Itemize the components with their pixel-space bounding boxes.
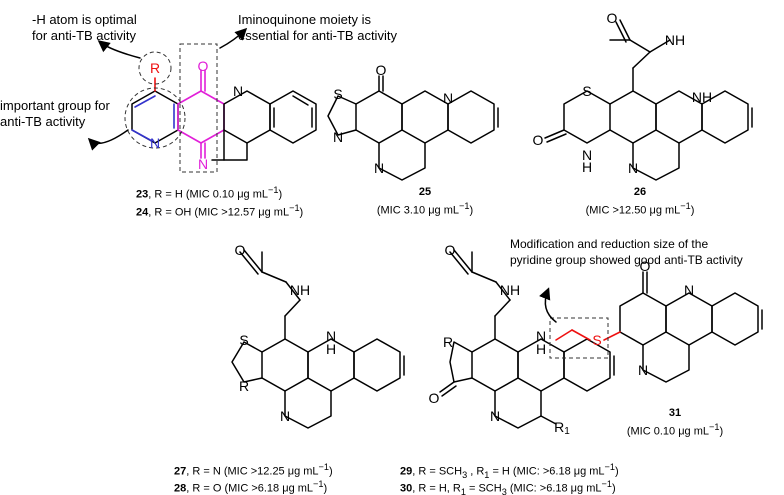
atom-s-25: S [333, 86, 342, 102]
atom-nh-26: NH [665, 32, 685, 48]
atom-s-26: S [582, 83, 591, 99]
atom-r-23: R [150, 60, 160, 76]
atom-n-31: N [684, 282, 694, 298]
caption-25: 25 (MIC 3.10 μg mL−1) [376, 186, 474, 217]
annotation-modification: Modification and reduction size of the p… [510, 237, 743, 267]
annotation-iminoquinone: Iminoquinone moiety is essential for ant… [238, 12, 397, 43]
caption-27: 27, R = N (MIC >12.25 μg mL−1) [174, 462, 333, 478]
compound-27-structure [231, 249, 405, 429]
atom-n-pyridine-31: N [638, 362, 648, 378]
atom-r-27: R [239, 378, 249, 394]
atom-o-26: O [607, 10, 618, 26]
atom-n-27: N [326, 328, 336, 344]
atom-n-imino-23: N [198, 156, 208, 172]
caption-26: 26 (MIC >12.50 μg mL−1) [585, 186, 695, 217]
atom-o-23: O [198, 58, 209, 74]
atom-n-25: N [443, 90, 453, 106]
atom-h-27: H [326, 341, 336, 357]
atom-n-pyridine-23: N [150, 135, 160, 151]
atom-n-26: N [582, 147, 592, 163]
atom-nh-27: NH [290, 282, 310, 298]
caption-30: 30, R = H, R1 = SCH3 (MIC: >6.18 μg mL−1… [400, 479, 616, 495]
atom-n-thiazole-25: N [333, 129, 343, 145]
atom-n-pyridine-25: N [374, 160, 384, 176]
atom-n-pyridine-27: N [280, 408, 290, 424]
atom-o-31: O [640, 258, 651, 274]
atom-nh-ring-26: NH [692, 89, 712, 105]
atom-o-27: O [235, 242, 246, 258]
compound-31-structure [539, 271, 763, 383]
atom-r1-29: R1 [554, 419, 570, 437]
atom-n-23: N [233, 83, 243, 99]
atom-r-29: R [443, 334, 453, 350]
caption-23: 23, R = H (MIC 0.10 μg mL−1) [136, 185, 283, 201]
atom-o-ring-29: O [429, 390, 440, 406]
atom-h-29: H [536, 341, 546, 357]
atom-n-pyridine-26: N [628, 160, 638, 176]
caption-24: 24, R = OH (MIC >12.57 μg mL−1) [136, 203, 304, 219]
atom-n-29: N [536, 328, 546, 344]
atom-o-25: O [376, 62, 387, 78]
compound-26-structure [544, 19, 753, 181]
annotation-h-atom: -H atom is optimal for anti-TB activity [32, 12, 137, 43]
atom-o-29: O [445, 242, 456, 258]
atom-o-ring-26: O [533, 132, 544, 148]
compound-25-structure [327, 75, 499, 181]
atom-n-pyridine-29: N [490, 408, 500, 424]
caption-31: 31 (MIC 0.10 μg mL−1) [626, 407, 724, 438]
compound-23-structure [87, 27, 317, 173]
caption-29: 29, R = SCH3 , R1 = H (MIC: >6.18 μg mL−… [400, 462, 619, 480]
annotation-important-group: important group for anti-TB activity [0, 98, 110, 129]
atom-s-31: S [592, 332, 601, 348]
caption-28: 28, R = O (MIC >6.18 μg mL−1) [174, 479, 328, 495]
atom-h-26: H [582, 159, 592, 175]
atom-s-27: S [239, 332, 248, 348]
atom-nh-29: NH [500, 282, 520, 298]
